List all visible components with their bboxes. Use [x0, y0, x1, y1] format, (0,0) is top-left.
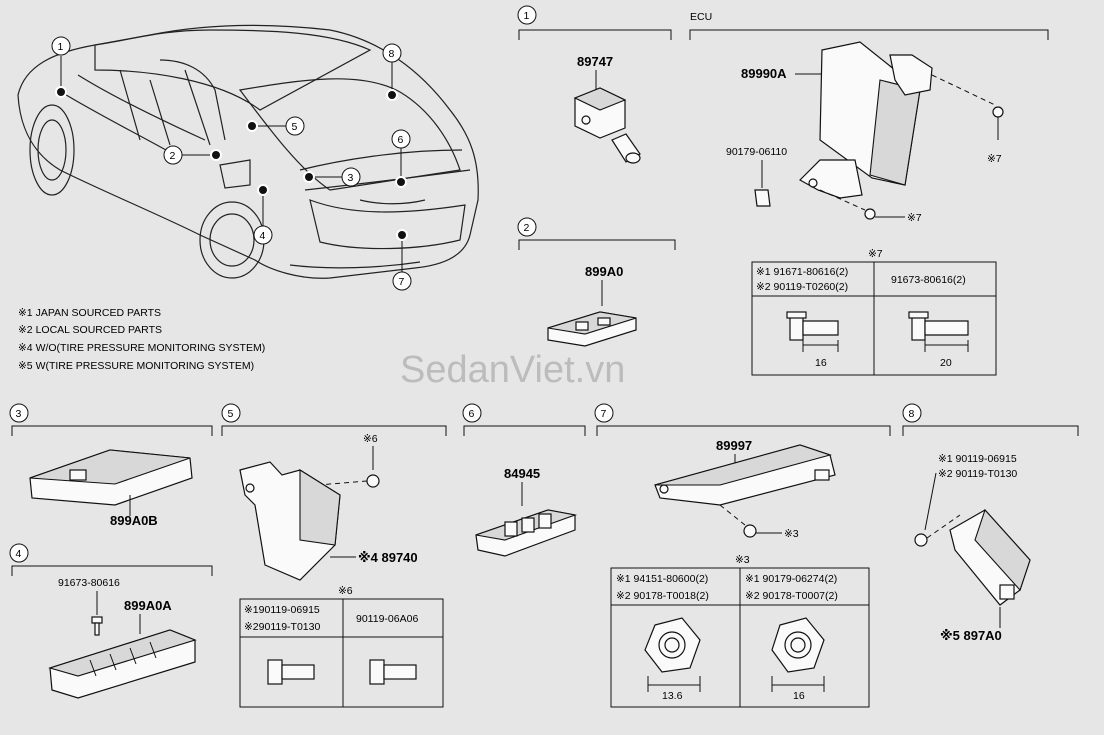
svg-text:8: 8 [389, 48, 395, 60]
svg-text:6: 6 [398, 134, 404, 146]
ecu-bolt-1 [992, 106, 1004, 140]
section-4: 4 91673-80616 899A0A [9, 543, 213, 699]
ecu-header: ECU [690, 11, 712, 23]
table-6: ※6 ※190119-06915 ※290119-T0130 90119-06A… [239, 585, 444, 708]
sensor-89997 [654, 444, 836, 506]
svg-text:※2 90119-T0130: ※2 90119-T0130 [938, 468, 1017, 480]
svg-text:※1 94151-80600(2): ※1 94151-80600(2) [616, 573, 708, 585]
part-89990A: 89990A [741, 66, 787, 81]
svg-text:4: 4 [16, 548, 22, 560]
note-2: ※2 LOCAL SOURCED PARTS [18, 324, 162, 336]
sensor-89747 [573, 87, 641, 164]
part-897A0: ※5 897A0 [940, 628, 1002, 643]
bolt-20: 20 [908, 311, 969, 369]
svg-text:2: 2 [170, 150, 176, 162]
svg-text:1: 1 [58, 41, 64, 53]
notes-legend: ※1 JAPAN SOURCED PARTS ※2 LOCAL SOURCED … [18, 307, 265, 372]
car-callouts: 1 2 3 4 5 6 7 8 [51, 36, 412, 291]
svg-text:※7: ※7 [868, 248, 883, 260]
part-899A0: 899A0 [585, 264, 623, 279]
svg-text:※1 90119-06915: ※1 90119-06915 [938, 453, 1017, 465]
note-1: ※1 JAPAN SOURCED PARTS [18, 307, 161, 319]
svg-text:3: 3 [16, 408, 22, 420]
section-2: 2 899A0 [517, 217, 676, 347]
svg-text:20: 20 [940, 357, 952, 369]
sensor-899A0A [48, 629, 197, 699]
bolt-5 [366, 474, 380, 488]
svg-text:※1 91671-80616(2): ※1 91671-80616(2) [756, 266, 848, 278]
nut-7 [743, 524, 757, 538]
svg-text:6: 6 [469, 408, 475, 420]
svg-text:3: 3 [348, 172, 354, 184]
svg-text:※3: ※3 [784, 528, 799, 540]
section-8: 8 ※1 90119-06915 ※2 90119-T0130 ※5 897A0 [902, 403, 1079, 643]
part-899A0B: 899A0B [110, 513, 158, 528]
section-1: 1 89747 [517, 5, 672, 164]
note-5: ※5 W(TIRE PRESSURE MONITORING SYSTEM) [18, 360, 254, 372]
svg-text:※6: ※6 [338, 585, 353, 597]
bolt-8 [914, 533, 928, 547]
part-89747: 89747 [577, 54, 613, 69]
part-89997: 89997 [716, 438, 752, 453]
svg-text:※190119-06915: ※190119-06915 [244, 604, 320, 616]
svg-text:※2 90178-T0018(2): ※2 90178-T0018(2) [616, 590, 709, 602]
note-4: ※4 W/O(TIRE PRESSURE MONITORING SYSTEM) [18, 342, 265, 354]
section-3: 3 899A0B [9, 403, 213, 528]
section-7: 7 89997 ※3 [594, 403, 891, 540]
bolt-small [91, 616, 103, 636]
svg-text:16: 16 [793, 690, 805, 702]
sensor-89740 [239, 461, 341, 581]
bolt-6b [369, 659, 417, 685]
table-7: ※7 ※1 91671-80616(2) ※2 90119-T0260(2) 9… [751, 248, 997, 376]
svg-text:1: 1 [524, 10, 530, 22]
ecu-bolt-2 [864, 208, 876, 220]
svg-text:※3: ※3 [735, 554, 750, 566]
svg-text:4: 4 [260, 230, 266, 242]
switch-84945 [475, 509, 578, 557]
sensor-899A0 [547, 311, 637, 347]
bolt-16: 16 [786, 311, 839, 369]
section-6: 6 84945 [462, 403, 586, 557]
svg-text:※2 90178-T0007(2): ※2 90178-T0007(2) [745, 590, 838, 602]
sensor-899A0B [29, 449, 193, 506]
table-3: ※3 ※1 94151-80600(2) ※2 90178-T0018(2) ※… [610, 554, 870, 708]
watermark: SedanViet.vn [400, 349, 625, 391]
part-90179-06110: 90179-06110 [726, 146, 787, 158]
svg-text:91673-80616(2): 91673-80616(2) [891, 274, 966, 286]
svg-text:8: 8 [909, 408, 915, 420]
ecu-section: ECU 89990A ※7 ※7 90179-06110 [689, 11, 1049, 224]
svg-text:※290119-T0130: ※290119-T0130 [244, 621, 320, 633]
bolt-6a [267, 659, 315, 685]
svg-text:※7: ※7 [987, 153, 1002, 165]
car-illustration [17, 24, 479, 279]
section-5: 5 ※6 ※4 89740 [221, 403, 447, 581]
part-84945: 84945 [504, 466, 540, 481]
ecu-box [799, 41, 933, 199]
sensor-897A0 [949, 508, 1031, 606]
svg-text:※6: ※6 [363, 433, 378, 445]
nut-13-6: 13.6 [644, 617, 701, 702]
svg-text:16: 16 [815, 357, 827, 369]
part-89740: ※4 89740 [358, 550, 418, 565]
svg-text:2: 2 [524, 222, 530, 234]
svg-text:13.6: 13.6 [662, 690, 683, 702]
part-91673-80616: 91673-80616 [58, 577, 120, 589]
svg-text:※7: ※7 [907, 212, 922, 224]
svg-text:※1 90179-06274(2): ※1 90179-06274(2) [745, 573, 837, 585]
svg-text:※2 90119-T0260(2): ※2 90119-T0260(2) [756, 281, 848, 293]
svg-text:5: 5 [228, 408, 234, 420]
nut-16: 16 [771, 617, 825, 702]
svg-text:5: 5 [292, 121, 298, 133]
part-899A0A: 899A0A [124, 598, 172, 613]
svg-text:90119-06A06: 90119-06A06 [356, 613, 418, 625]
svg-text:7: 7 [399, 276, 405, 288]
svg-text:7: 7 [601, 408, 607, 420]
